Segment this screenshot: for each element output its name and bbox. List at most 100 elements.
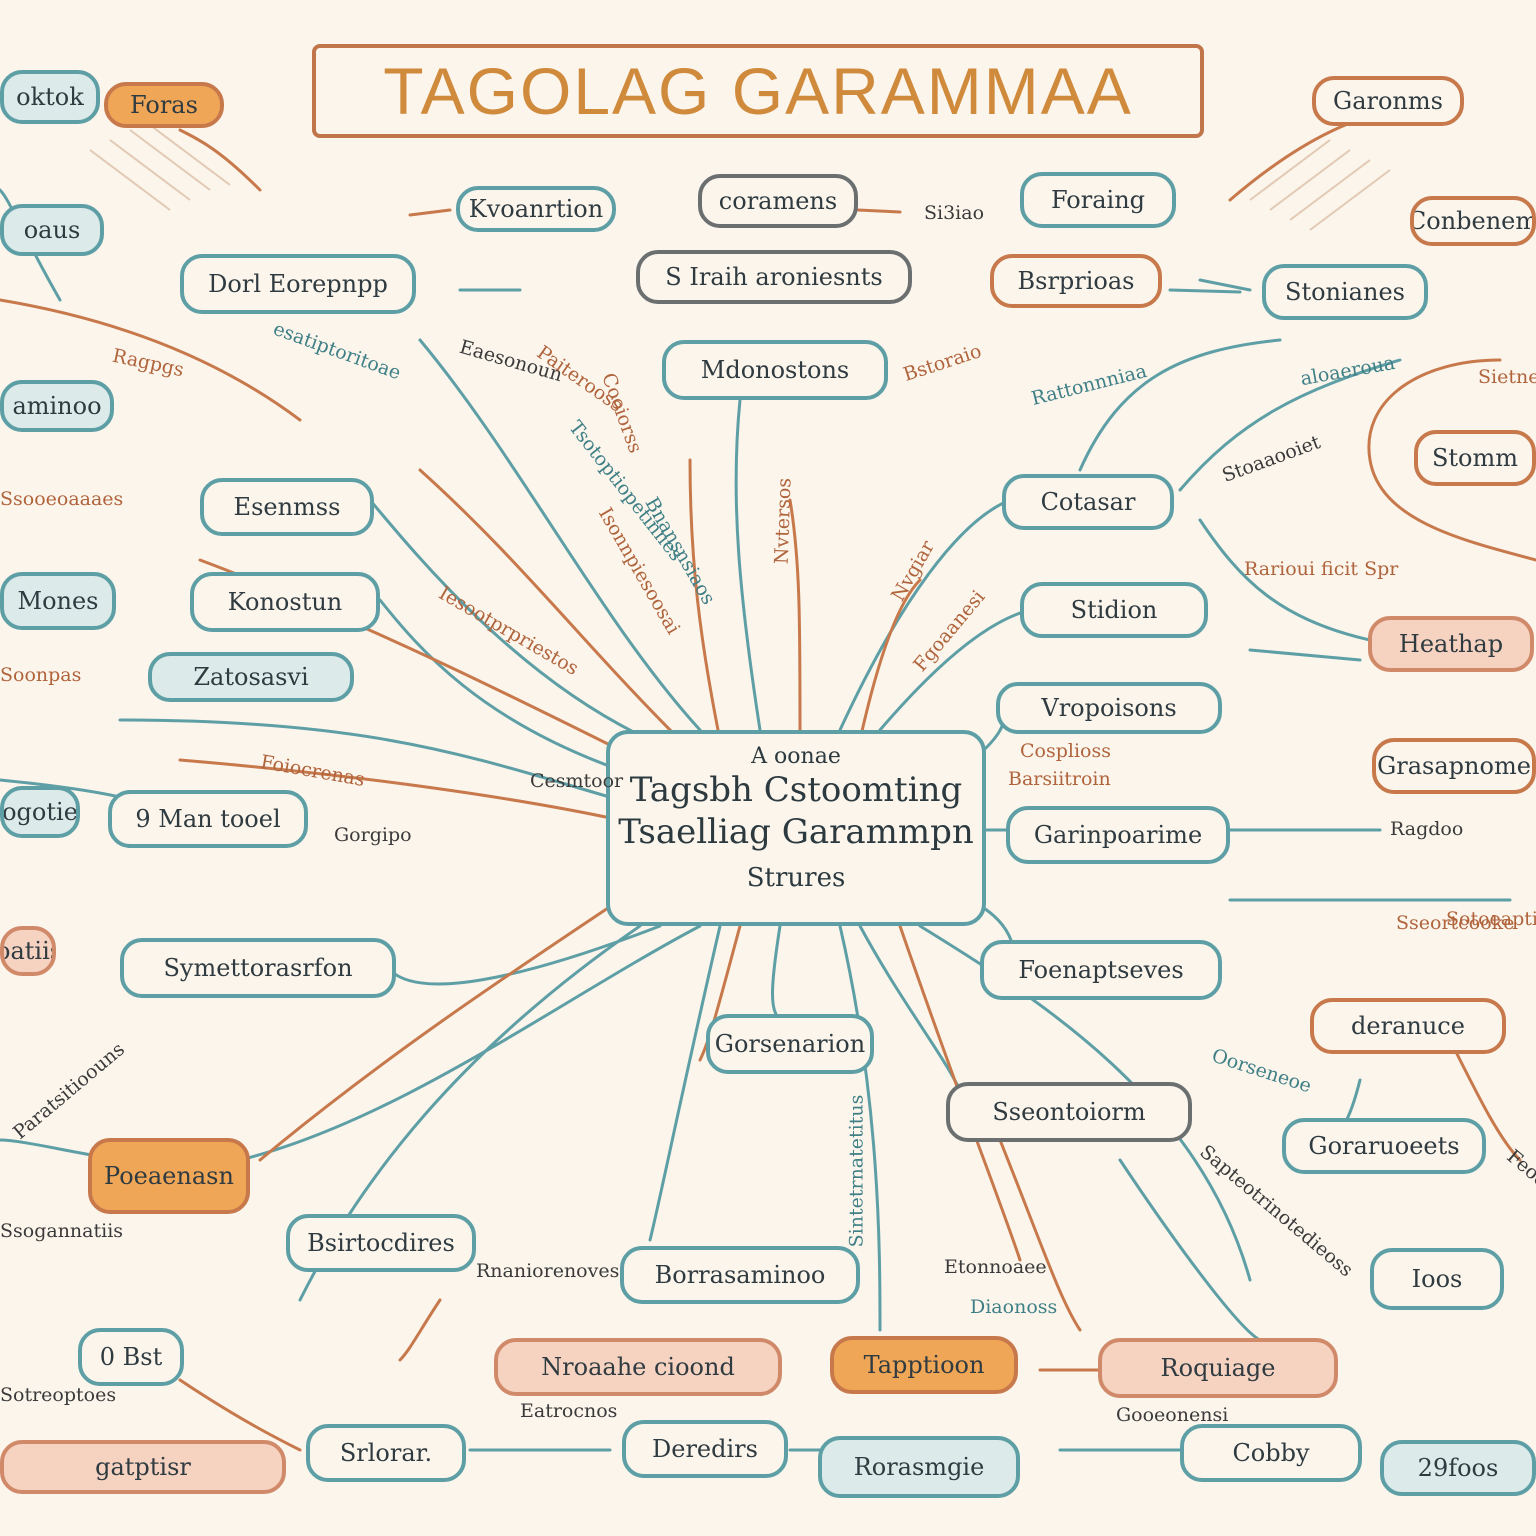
connector xyxy=(998,1138,1082,1332)
connector xyxy=(918,924,1252,1282)
connector xyxy=(388,924,662,986)
topic-node[interactable]: Ioos xyxy=(1370,1248,1504,1310)
connector xyxy=(1198,518,1372,642)
topic-node[interactable]: Borrasaminoo xyxy=(620,1246,860,1304)
annotation-label: Eatrocnos xyxy=(520,1400,618,1422)
topic-node[interactable]: Konostun xyxy=(190,572,380,632)
connector xyxy=(258,898,622,1162)
central-topic-subtitle: Strures xyxy=(746,863,846,893)
annotation-label: Sietnecaar xyxy=(1478,366,1536,388)
topic-node[interactable]: Tapptioon xyxy=(830,1336,1018,1394)
connector xyxy=(734,398,762,732)
topic-node[interactable]: Mdonostons xyxy=(662,340,888,400)
topic-node[interactable]: Stidion xyxy=(1020,582,1208,638)
annotation-label: Sseortcooke xyxy=(1396,912,1515,934)
central-topic-line-2: Tsaelliag Garammpn xyxy=(618,812,974,852)
topic-node[interactable]: Goraruoeets xyxy=(1282,1118,1486,1174)
topic-node[interactable]: Gorsenarion xyxy=(706,1014,874,1074)
annotation-label: Cosplioss xyxy=(1020,740,1111,762)
topic-node[interactable]: Deredirs xyxy=(622,1420,788,1478)
connector xyxy=(648,924,722,1242)
topic-node[interactable]: Sseontoiorm xyxy=(946,1082,1192,1142)
connector xyxy=(771,924,782,1022)
topic-node[interactable]: Bsirtocdires xyxy=(286,1214,476,1272)
connector xyxy=(1448,1038,1522,1162)
central-topic[interactable]: A oonae Tagsbh Cstoomting Tsaelliag Gara… xyxy=(606,730,986,926)
connector xyxy=(1367,358,1536,562)
connector xyxy=(418,338,702,732)
annotation-label: Rnaniorenoves xyxy=(476,1260,620,1282)
annotation-label: Gooeonensi xyxy=(1116,1404,1229,1426)
topic-node[interactable]: Kvoanrtion xyxy=(456,186,616,232)
connector xyxy=(238,924,702,1162)
topic-node[interactable]: Grasapnome xyxy=(1372,738,1536,794)
connector xyxy=(368,498,652,742)
connector xyxy=(418,468,682,742)
topic-node[interactable]: Cotasar xyxy=(1002,474,1174,530)
topic-node[interactable]: Srlorar. xyxy=(306,1424,466,1482)
annotation-label: Rarioui ficit Spr xyxy=(1244,558,1399,580)
connector xyxy=(0,298,302,422)
topic-node[interactable]: Dorl Eorepnpp xyxy=(180,254,416,314)
topic-node[interactable]: Zatosasvi xyxy=(148,652,354,702)
connector xyxy=(408,208,452,217)
connector xyxy=(178,128,262,192)
central-topic-line-1: Tagsbh Cstoomting xyxy=(629,770,963,810)
topic-node[interactable]: Bsrprioas xyxy=(990,254,1162,308)
topic-node[interactable]: Esenmss xyxy=(200,478,374,536)
topic-node[interactable]: oktok xyxy=(0,70,100,124)
annotation-label: Sotoeaptipofs xyxy=(1446,908,1536,930)
topic-node[interactable]: coramens xyxy=(698,174,858,228)
connector xyxy=(688,458,722,742)
topic-node[interactable]: Mones xyxy=(0,572,116,630)
topic-node[interactable]: Garinpoarime xyxy=(1006,806,1230,864)
annotation-label: Gorgipo xyxy=(334,824,412,846)
annotation-label: Sotreoptoes xyxy=(0,1384,117,1406)
topic-node[interactable]: S Iraih aroniesnts xyxy=(636,250,912,304)
connector xyxy=(1248,648,1362,662)
topic-node[interactable]: 0 Bst xyxy=(78,1328,184,1386)
topic-node[interactable]: aminoo xyxy=(0,380,114,432)
connector xyxy=(118,718,622,802)
topic-node[interactable]: Stomm xyxy=(1414,430,1536,486)
topic-node[interactable]: Stonianes xyxy=(1262,264,1428,320)
annotation-label: Ragdoo xyxy=(1390,818,1464,840)
connector xyxy=(856,208,902,214)
annotation-label: Cesmtoor xyxy=(530,770,624,792)
topic-node[interactable]: Poeaenasn xyxy=(88,1138,250,1214)
connector xyxy=(1198,278,1252,292)
topic-node[interactable]: Roquiage xyxy=(1098,1338,1338,1398)
connector xyxy=(178,758,622,822)
topic-node[interactable]: gatptisr xyxy=(0,1440,286,1494)
annotation-label: Ssooeoaaaes xyxy=(0,488,124,510)
annotation-label: Soonpas xyxy=(0,664,82,686)
connector xyxy=(1178,358,1402,492)
topic-node[interactable]: oaus xyxy=(0,204,104,256)
topic-node[interactable]: deranuce xyxy=(1310,998,1506,1054)
topic-node[interactable]: Foenaptseves xyxy=(980,940,1222,1000)
annotation-label: Sintetrnatetitus xyxy=(845,1094,868,1248)
topic-node[interactable]: Garonms xyxy=(1312,76,1464,126)
central-topic-caption: A oonae xyxy=(751,744,841,769)
topic-node[interactable]: ogotie xyxy=(0,786,80,838)
connector xyxy=(858,578,922,742)
topic-node[interactable]: Conbenem xyxy=(1410,196,1536,246)
connector xyxy=(878,608,1032,732)
connector xyxy=(838,498,1012,732)
topic-node[interactable]: Heathap xyxy=(1368,616,1534,672)
topic-node[interactable]: Foraing xyxy=(1020,172,1176,228)
topic-node[interactable]: Foras xyxy=(104,82,224,128)
topic-node[interactable]: Rorasmgie xyxy=(818,1436,1020,1498)
topic-node[interactable]: Cobby xyxy=(1180,1424,1362,1482)
topic-node[interactable]: Nroaahe cioond xyxy=(494,1338,782,1396)
topic-node[interactable]: ooatiiss xyxy=(0,926,56,976)
topic-node[interactable]: 9 Man tooel xyxy=(108,790,308,848)
page-title: TAGOLAG GARAMMAA xyxy=(312,44,1204,138)
topic-node[interactable]: Symettorasrfon xyxy=(120,938,396,998)
connector xyxy=(1168,288,1242,294)
annotation-label: Etonnoaee xyxy=(944,1256,1047,1278)
topic-node[interactable]: 29foos xyxy=(1380,1440,1536,1496)
annotation-label: Diaonoss xyxy=(970,1296,1058,1318)
topic-node[interactable]: Vropoisons xyxy=(996,682,1222,734)
